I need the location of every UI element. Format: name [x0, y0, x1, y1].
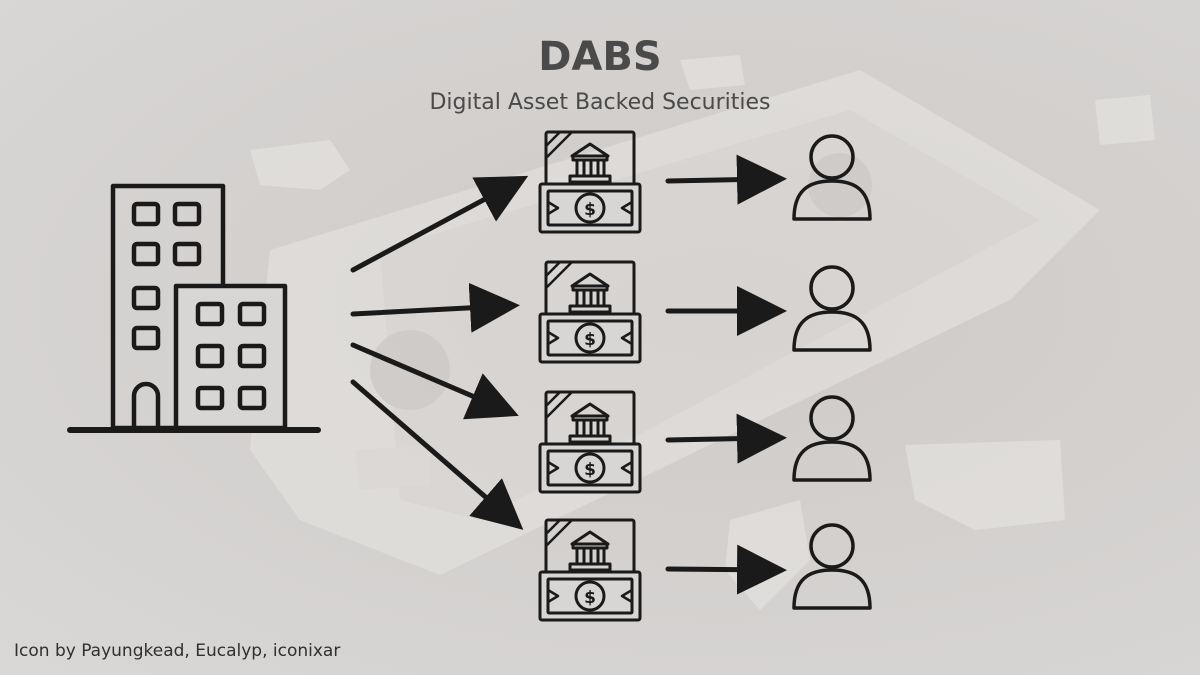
user-icon: [792, 395, 872, 482]
diagram-title: DABS: [538, 34, 662, 80]
icon-credit: Icon by Payungkead, Eucalyp, iconixar: [14, 641, 341, 661]
diagram-subtitle: Digital Asset Backed Securities: [429, 90, 771, 115]
issuance-arrow-1: [350, 175, 529, 273]
bank-note-icon: [538, 260, 642, 364]
bank-note-icon: [538, 518, 642, 622]
distribution-arrow-3: [665, 413, 787, 464]
distribution-arrow-1: [665, 154, 787, 205]
issuance-arrow-3: [350, 342, 519, 420]
issuance-arrow-2: [350, 282, 520, 333]
user-icon: [792, 523, 872, 610]
user-icon: [792, 265, 872, 352]
bank-note-icon: [538, 130, 642, 234]
issuance-arrow-4: [350, 379, 524, 530]
distribution-arrow-4: [665, 544, 787, 595]
building-icon: [67, 183, 321, 433]
bank-note-icon: [538, 390, 642, 494]
user-icon: [792, 134, 872, 221]
